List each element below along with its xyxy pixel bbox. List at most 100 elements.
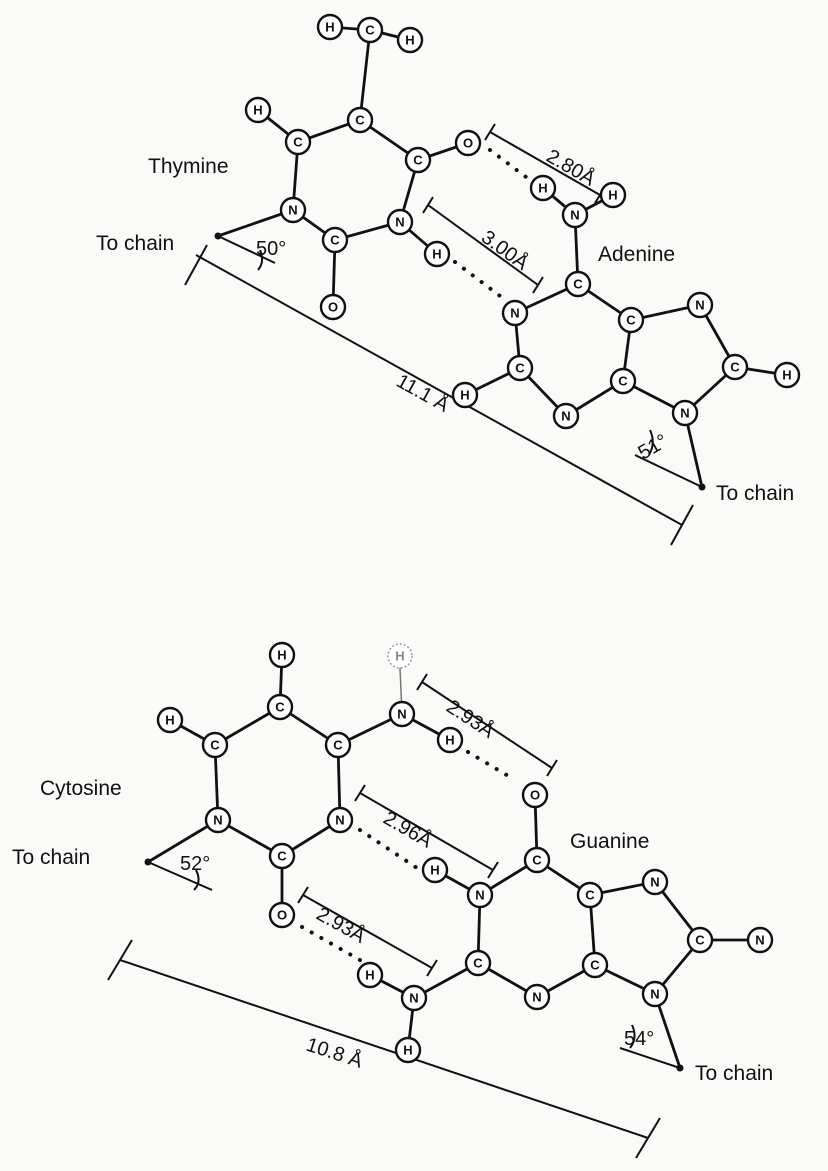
atom: C <box>564 270 592 298</box>
svg-text:C: C <box>355 113 365 128</box>
svg-text:N: N <box>570 208 579 223</box>
cg-hydrogen-bond-3 <box>300 925 362 962</box>
atom: C <box>268 842 296 870</box>
cg-hydrogen-bond-2 <box>358 828 422 872</box>
thymine-chain-point <box>214 232 222 240</box>
cytosine-angle-arc <box>147 861 213 891</box>
cg-hydrogen-bond-1 <box>466 750 517 782</box>
atom: C <box>321 226 349 254</box>
svg-text:H: H <box>253 103 262 118</box>
atom: N <box>523 983 551 1011</box>
svg-text:O: O <box>530 788 540 803</box>
ta-span-line <box>184 244 694 546</box>
svg-text:C: C <box>275 700 285 715</box>
atom: C <box>686 926 714 954</box>
atom: N <box>388 700 416 728</box>
cg-hbond-2-distance: 2.96Å <box>380 806 437 852</box>
atom: N <box>686 291 714 319</box>
svg-text:N: N <box>532 990 541 1005</box>
ta-hbond-2-distance: 3.00Å <box>477 225 533 275</box>
svg-text:C: C <box>590 958 600 973</box>
svg-text:C: C <box>695 933 705 948</box>
svg-text:H: H <box>325 20 334 35</box>
svg-text:C: C <box>365 23 375 38</box>
adenine-to-chain-label: To chain <box>716 482 794 505</box>
atom: H <box>387 643 413 669</box>
cytosine-label: Cytosine <box>40 777 122 800</box>
adenine-chain-point <box>698 483 706 491</box>
svg-text:H: H <box>395 649 404 664</box>
cg-bonds <box>146 653 762 1070</box>
svg-text:H: H <box>538 181 547 196</box>
cytosine-to-chain-label: To chain <box>12 846 90 869</box>
svg-text:N: N <box>650 987 659 1002</box>
svg-text:H: H <box>430 863 439 878</box>
adenine-angle-arc <box>634 429 703 488</box>
svg-text:N: N <box>561 409 570 424</box>
cytosine-chain-point <box>144 858 152 866</box>
atom: C <box>324 731 352 759</box>
atom: H <box>356 961 384 989</box>
atom: H <box>244 96 272 124</box>
atom: C <box>266 693 294 721</box>
atom: C <box>201 731 229 759</box>
atom: H <box>529 174 557 202</box>
svg-text:N: N <box>650 875 659 890</box>
svg-text:N: N <box>680 406 689 421</box>
atom: H <box>436 726 464 754</box>
svg-text:C: C <box>210 738 220 753</box>
svg-text:C: C <box>277 849 287 864</box>
atom: N <box>552 402 580 430</box>
svg-text:N: N <box>475 888 484 903</box>
atom: O <box>319 293 347 321</box>
ta-hydrogen-bond-1 <box>488 148 532 182</box>
atom: N <box>561 201 589 229</box>
atom: N <box>400 984 428 1012</box>
svg-text:C: C <box>618 374 628 389</box>
svg-text:H: H <box>782 368 791 383</box>
svg-text:C: C <box>330 233 340 248</box>
atom: H <box>451 381 479 409</box>
svg-text:N: N <box>335 813 344 828</box>
atom: C <box>617 306 645 334</box>
thymine-angle-arc <box>217 235 276 271</box>
atom: C <box>356 16 384 44</box>
svg-text:N: N <box>510 306 519 321</box>
atom: C <box>464 949 492 977</box>
thymine-label: Thymine <box>148 155 229 178</box>
cg-bracket-2 <box>354 784 499 879</box>
adenine-angle: 51° <box>635 430 672 464</box>
svg-text:H: H <box>365 968 374 983</box>
svg-text:N: N <box>409 991 418 1006</box>
svg-text:O: O <box>277 908 287 923</box>
svg-text:H: H <box>445 733 454 748</box>
cytosine-angle: 52° <box>180 853 210 875</box>
atom: N <box>671 399 699 427</box>
ta-bonds <box>216 25 789 489</box>
atom: N <box>641 980 669 1008</box>
guanine-to-chain-label: To chain <box>695 1062 773 1085</box>
guanine-label: Guanine <box>570 830 649 853</box>
atom: C <box>506 354 534 382</box>
atom: N <box>641 868 669 896</box>
thymine-angle: 50° <box>256 238 286 260</box>
svg-text:C: C <box>293 135 303 150</box>
atom: N <box>466 881 494 909</box>
svg-text:H: H <box>608 188 617 203</box>
atom: C <box>284 128 312 156</box>
atom: C <box>523 846 551 874</box>
svg-text:N: N <box>397 707 406 722</box>
ta-hydrogen-bond-2 <box>453 260 502 298</box>
svg-text:H: H <box>277 648 286 663</box>
atom: N <box>746 926 774 954</box>
adenine-label: Adenine <box>598 243 675 266</box>
guanine-chain-point <box>676 1064 684 1072</box>
svg-text:N: N <box>213 813 222 828</box>
svg-text:H: H <box>403 1043 412 1058</box>
ta-bracket-2 <box>422 196 544 294</box>
svg-text:C: C <box>626 313 636 328</box>
svg-text:C: C <box>585 888 595 903</box>
atom: N <box>386 208 414 236</box>
svg-text:N: N <box>288 203 297 218</box>
